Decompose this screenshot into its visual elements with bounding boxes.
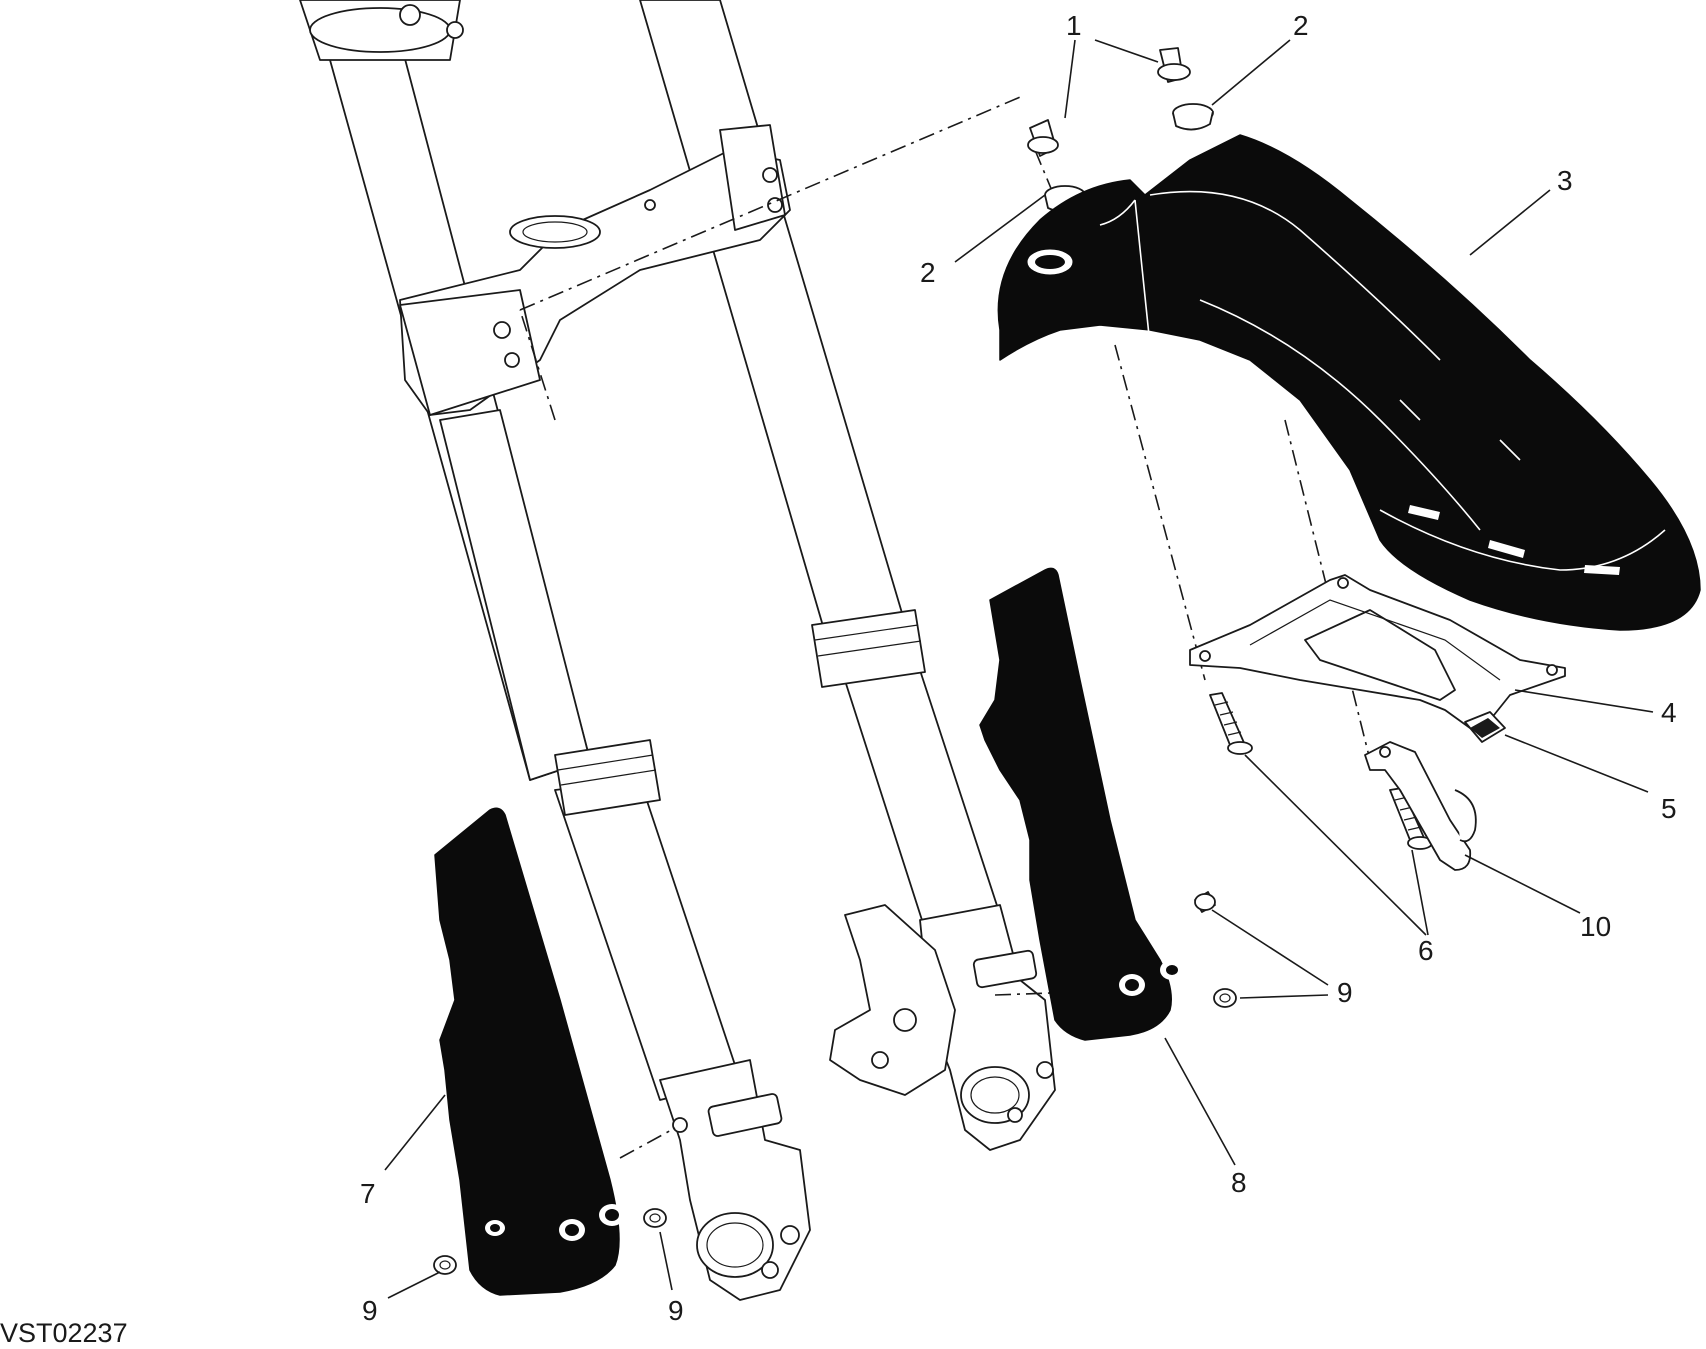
guard-screw-a [1194,891,1216,913]
front-fork-assembly [299,0,1056,1301]
front-mudguard [997,134,1701,631]
guard-screw-b [1213,988,1237,1008]
brake-hose-clamp [1364,741,1477,871]
right-fork-slider-guard [979,567,1184,1041]
callout-4: 4 [1661,697,1677,728]
leader-lines [384,39,1654,1299]
clip-nut [1464,711,1506,743]
callout-2-left: 2 [920,257,936,288]
callout-9-left-inner: 9 [668,1295,684,1326]
callout-6: 6 [1418,935,1434,966]
callout-3: 3 [1557,165,1573,196]
guard-screw-c [643,1208,667,1228]
diagram-reference-code: VST02237 [0,1318,128,1348]
screw-upper [1209,692,1253,755]
callout-8: 8 [1231,1167,1247,1198]
callout-9-right: 9 [1337,977,1353,1008]
screw-lower [1389,787,1433,850]
callout-5: 5 [1661,793,1677,824]
callout-2-upper: 2 [1293,10,1309,41]
callout-1: 1 [1066,10,1082,41]
grommet-stack-right [1157,47,1214,131]
mudguard-mounting-bracket [1189,574,1566,729]
callout-numbers: 1 2 2 3 4 5 6 7 8 9 9 9 10 [360,10,1677,1326]
callout-10: 10 [1580,911,1611,942]
callout-7: 7 [360,1178,376,1209]
guard-screw-d [433,1255,457,1275]
callout-9-left-outer: 9 [362,1295,378,1326]
lower-triple-clamp [399,124,791,416]
left-fork-slider-guard [434,807,625,1296]
